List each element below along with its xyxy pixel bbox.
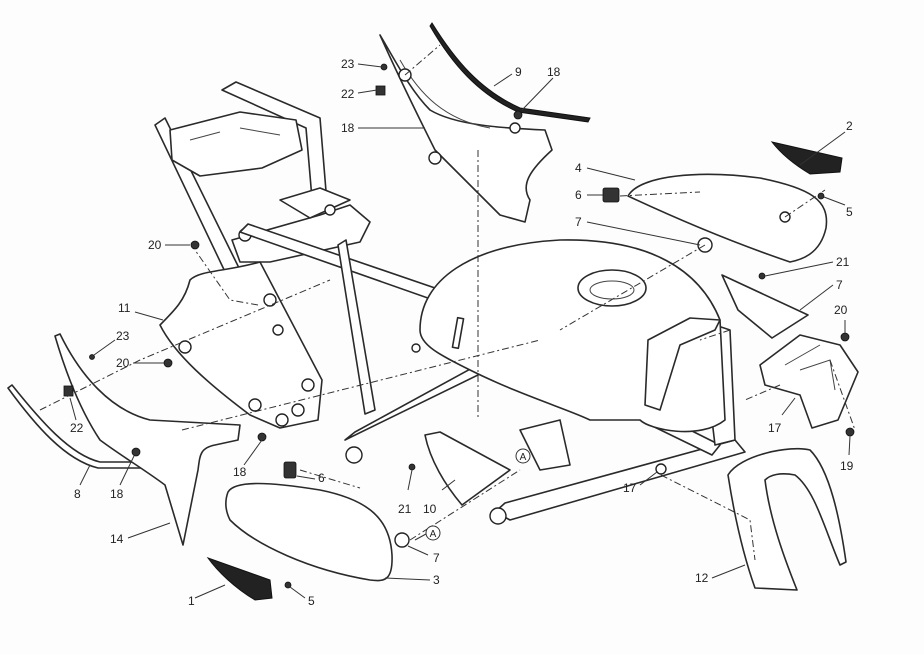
callout-14: 14 [110, 532, 124, 546]
callout-11: 10 [423, 502, 437, 516]
part-9-trim-strip [429, 22, 591, 123]
callout-15: 17 [768, 421, 782, 435]
callout-5-left: 5 [308, 594, 315, 608]
assembly-lines [39, 44, 856, 561]
callout-7-right: 7 [575, 215, 582, 229]
callout-8: 8 [74, 487, 81, 501]
callout-21-lower: 21 [398, 502, 412, 516]
callout-3: 3 [433, 573, 440, 587]
part-12-inner-side-panel [159, 261, 323, 429]
reference-marker-a-upper: A [515, 448, 531, 464]
part-3-left-side-panel [225, 461, 410, 582]
callout-20-frame: 20 [148, 238, 162, 252]
callout-18-lower: 18 [110, 487, 124, 501]
callout-22-upper: 22 [341, 87, 355, 101]
part-14-left-lower-fairing [54, 333, 241, 546]
callout-20-right: 20 [834, 303, 848, 317]
callout-4: 4 [575, 161, 582, 175]
callout-9: 9 [515, 65, 522, 79]
callout-18-middle: 18 [233, 465, 247, 479]
callout-16: 18 [341, 121, 355, 135]
callout-6-right: 6 [575, 188, 582, 202]
callout-1: 1 [188, 594, 195, 608]
svg-text:A: A [520, 452, 527, 463]
callout-21-upper: 21 [836, 255, 850, 269]
callout-23-upper: 23 [341, 57, 355, 71]
part-2-decal [770, 141, 843, 175]
callout-18-upper: 18 [547, 65, 561, 79]
callout-17: 17 [623, 481, 637, 495]
part-11-lower-side-cover [424, 431, 511, 506]
callout-20-panel: 20 [116, 356, 130, 370]
callout-2: 2 [846, 119, 853, 133]
part-1-decal [206, 556, 273, 601]
rear-subframe [154, 81, 371, 279]
callout-5-right: 5 [846, 205, 853, 219]
reference-marker-a-lower: A [425, 525, 441, 541]
callout-19: 19 [840, 459, 854, 473]
svg-text:A: A [430, 529, 437, 540]
fuel-tank [419, 239, 726, 433]
part-13-front-lower-fairing [727, 447, 847, 591]
part-10-bracket-cover [721, 274, 809, 339]
callout-12: 11 [118, 301, 131, 315]
callout-7-left: 7 [433, 551, 440, 565]
callout-10: 7 [836, 278, 843, 292]
part-15-mount-cover [759, 334, 859, 429]
callout-22-lower: 22 [70, 421, 84, 435]
callouts: 23 22 18 9 18 2 4 6 5 7 21 7 20 17 19 17 [69, 57, 854, 608]
callout-13: 12 [695, 571, 709, 585]
callout-6-left: 6 [318, 471, 325, 485]
callout-23-lower: 23 [116, 329, 130, 343]
